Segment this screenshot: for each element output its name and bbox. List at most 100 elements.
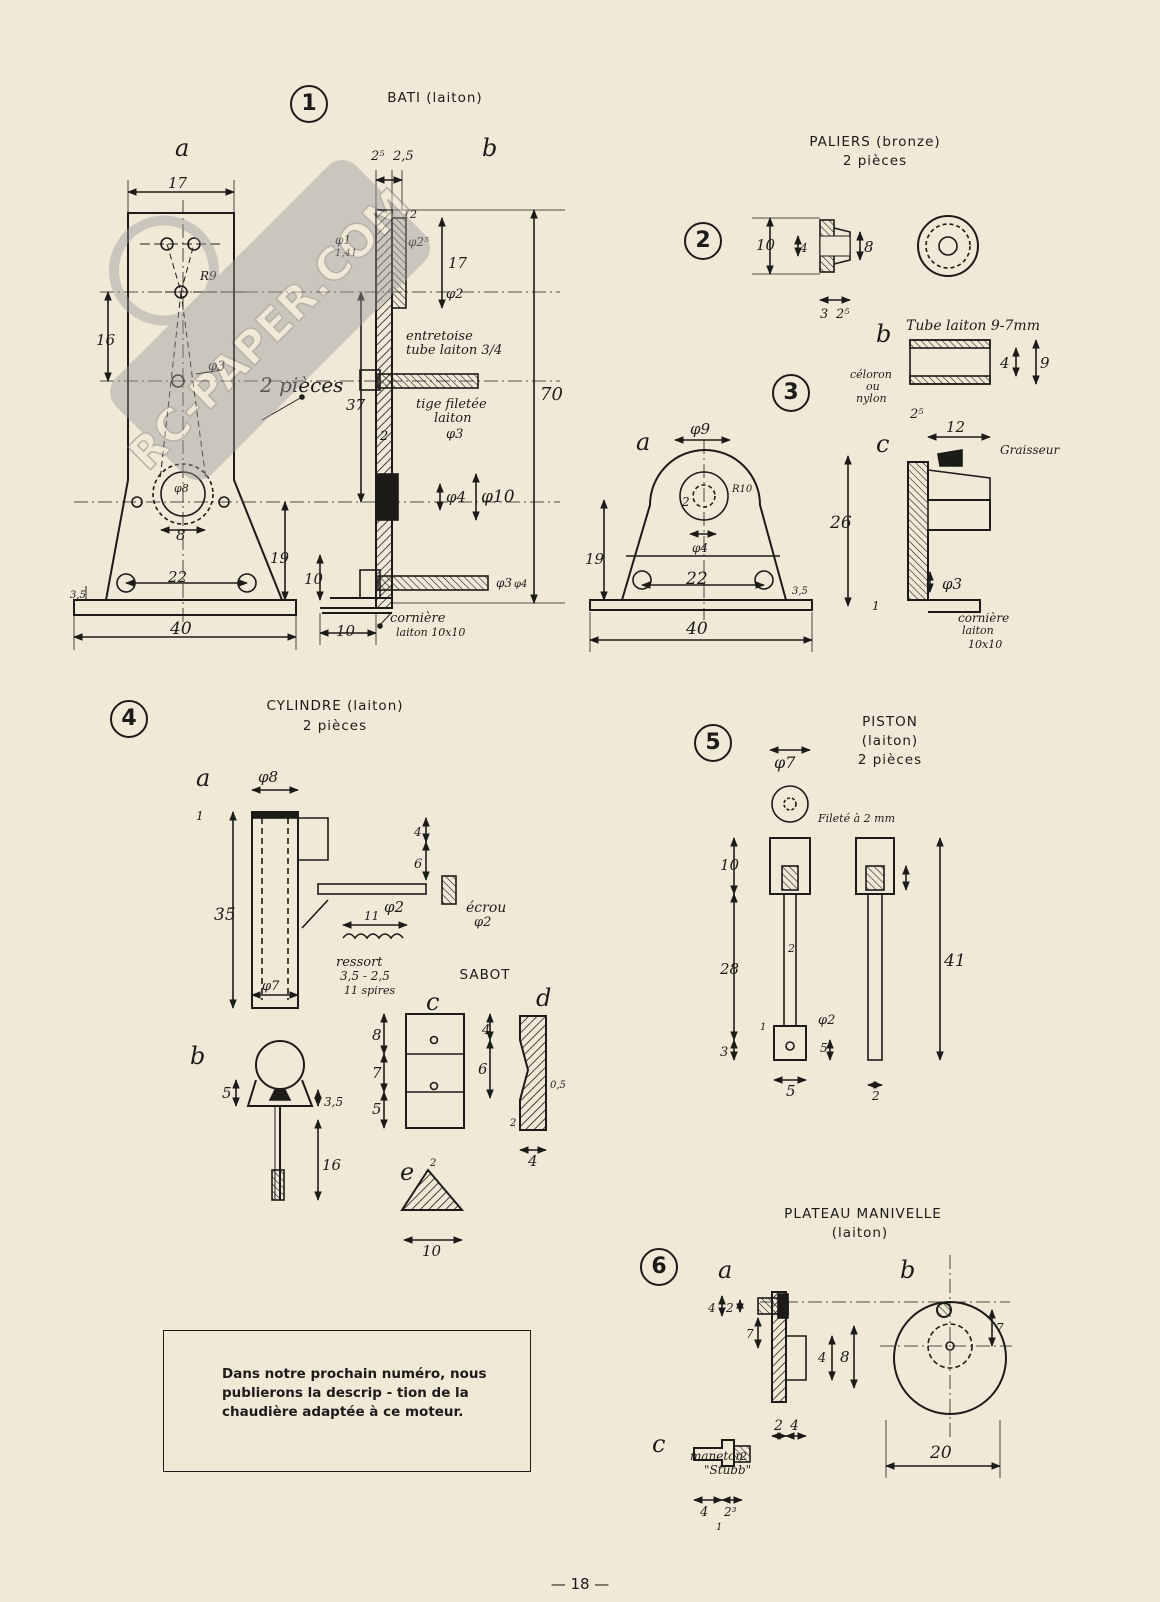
dim-label: 20 bbox=[929, 1443, 952, 1463]
annotation-tige-laiton: laiton bbox=[434, 411, 472, 426]
dim-label: 4 bbox=[527, 1152, 538, 1170]
paliers-drawing bbox=[752, 215, 979, 304]
annotation-corniere-3: cornière bbox=[958, 611, 1009, 625]
dim-label: 70 bbox=[540, 384, 563, 405]
dim-label: φ2 bbox=[446, 287, 463, 302]
annotations: entretoise tube laiton 3/4 tige filetée … bbox=[259, 318, 1060, 1477]
dim-label: 2⁵ bbox=[835, 307, 850, 322]
dim-label: φ3 bbox=[496, 576, 512, 590]
dim-label: 4 bbox=[413, 825, 422, 839]
dim-label: φ8 bbox=[258, 768, 278, 786]
dimension-labels: 17 2⁵ 2,5 16 φ3 φ8 8 22 40 19 3,5 R9 12 … bbox=[70, 149, 1050, 1533]
dim-label: 16 bbox=[322, 1156, 342, 1174]
dim-label: 2³ bbox=[723, 1505, 737, 1519]
section-number-5: 5 bbox=[694, 724, 732, 762]
dim-label: φ9 bbox=[690, 420, 711, 438]
annotation-pieces: 2 pièces bbox=[259, 373, 343, 397]
annotation-tige: tige filetée bbox=[416, 397, 487, 412]
dim-label: 2 bbox=[379, 429, 388, 444]
cylindre-drawing bbox=[229, 786, 547, 1244]
title-cylindre: CYLINDRE (laiton) bbox=[266, 698, 404, 714]
dim-label: 11 bbox=[364, 909, 379, 923]
dim-label: 2 bbox=[725, 1301, 734, 1315]
view-letter-6a: a bbox=[718, 1256, 732, 1284]
annotation-corniere-3-laiton: laiton bbox=[962, 624, 994, 637]
dim-label: 19 bbox=[270, 549, 290, 567]
annotation-corniere-3-dims: 10x10 bbox=[968, 638, 1002, 651]
view-letter-3c: c bbox=[876, 430, 889, 458]
dim-label: φ4 bbox=[514, 579, 527, 590]
title-paliers: PALIERS (bronze) bbox=[809, 134, 941, 150]
dim-label: 3,5 bbox=[324, 1095, 343, 1109]
material-piston: (laiton) bbox=[861, 733, 919, 749]
dim-label: 4 bbox=[481, 1023, 490, 1038]
dim-label: 0,5 bbox=[550, 1080, 566, 1091]
annotation-ecrou-diameter: φ2 bbox=[474, 915, 491, 930]
dim-label: 3 bbox=[720, 1045, 728, 1060]
dim-label: 8 bbox=[840, 1348, 850, 1366]
dim-label: 7 bbox=[746, 1327, 754, 1341]
subtitle-paliers: 2 pièces bbox=[842, 153, 908, 169]
page-number: — 18 — bbox=[550, 1575, 610, 1593]
annotation-stubb: "Stubb" bbox=[704, 1463, 751, 1477]
annotation-tige-diameter: φ3 bbox=[446, 427, 463, 442]
section-number-1: 1 bbox=[290, 85, 328, 123]
dim-label: φ1 bbox=[335, 233, 351, 247]
annotation-corniere-dims: laiton 10x10 bbox=[396, 626, 465, 639]
dim-label: 22 bbox=[685, 569, 708, 589]
dim-label: 8 bbox=[864, 238, 874, 256]
view-letter-6c: c bbox=[652, 1430, 665, 1458]
dim-label: R10 bbox=[731, 484, 753, 495]
dim-label: 7 bbox=[996, 1321, 1004, 1335]
annotation-ecrou: écrou bbox=[466, 900, 506, 916]
annotation-ou: ou bbox=[866, 380, 880, 393]
view-letter-4d: d bbox=[536, 984, 551, 1012]
dim-label: 2 bbox=[787, 942, 795, 955]
dim-label: 1 bbox=[196, 809, 204, 823]
annotation-corniere: cornière bbox=[390, 611, 446, 626]
dim-label: 2⁵ bbox=[909, 407, 924, 422]
annotation-ressort-spires: 11 spires bbox=[344, 984, 395, 997]
dim-label: 3 bbox=[820, 307, 828, 322]
material-plateau: (laiton) bbox=[831, 1225, 889, 1241]
dim-label: φ2⁵ bbox=[408, 235, 429, 249]
title-plateau-manivelle: PLATEAU MANIVELLE bbox=[784, 1206, 942, 1222]
view-letter-1a: a bbox=[175, 134, 189, 162]
dim-label: 1 bbox=[760, 1022, 766, 1033]
section-number-4: 4 bbox=[110, 700, 148, 738]
dim-label: 10 bbox=[720, 856, 740, 874]
dim-label: 10 bbox=[756, 236, 776, 254]
annotation-filete: Fileté à 2 mm bbox=[817, 812, 895, 825]
dim-label: 1 bbox=[716, 1522, 722, 1533]
dim-label: 5 bbox=[820, 1041, 828, 1055]
dim-label: 2 bbox=[429, 1158, 436, 1169]
view-letters: a b b a c a b c d e a b c bbox=[175, 134, 915, 1458]
view-letter-4b: b bbox=[190, 1042, 205, 1070]
title-sabot: SABOT bbox=[459, 967, 511, 983]
dim-label: φ7 bbox=[774, 753, 796, 772]
title-piston: PISTON bbox=[862, 714, 918, 730]
dim-label: 6 bbox=[414, 857, 422, 872]
dim-label: φ10 bbox=[481, 487, 515, 507]
annotation-celoron: céloron bbox=[850, 368, 892, 381]
dim-label: 4 bbox=[789, 1418, 799, 1434]
dim-label: 6 bbox=[478, 1060, 488, 1078]
dim-label: 8 bbox=[372, 1026, 382, 1044]
dim-label: 12 bbox=[946, 418, 965, 436]
dim-label: 5 bbox=[222, 1084, 232, 1102]
dim-label: 40 bbox=[685, 619, 708, 639]
dim-label: 17 bbox=[168, 174, 188, 192]
annotation-tube-laiton: Tube laiton 9-7mm bbox=[906, 318, 1040, 334]
view-letter-6b: b bbox=[900, 1256, 915, 1284]
dim-label: 2,5 bbox=[392, 149, 414, 164]
next-issue-note: Dans notre prochain numéro, nous publier… bbox=[163, 1330, 531, 1472]
dim-label: 7 bbox=[372, 1064, 382, 1082]
dim-label: 5 bbox=[372, 1100, 382, 1118]
annotation-tube: tube laiton 3/4 bbox=[406, 343, 502, 358]
dim-label: 28 bbox=[719, 960, 739, 978]
annotation-graisseur: Graisseur bbox=[1000, 443, 1060, 457]
dim-label: R9 bbox=[199, 269, 217, 283]
dim-label: 35 bbox=[214, 905, 236, 925]
dim-label: 4 bbox=[699, 1505, 708, 1520]
